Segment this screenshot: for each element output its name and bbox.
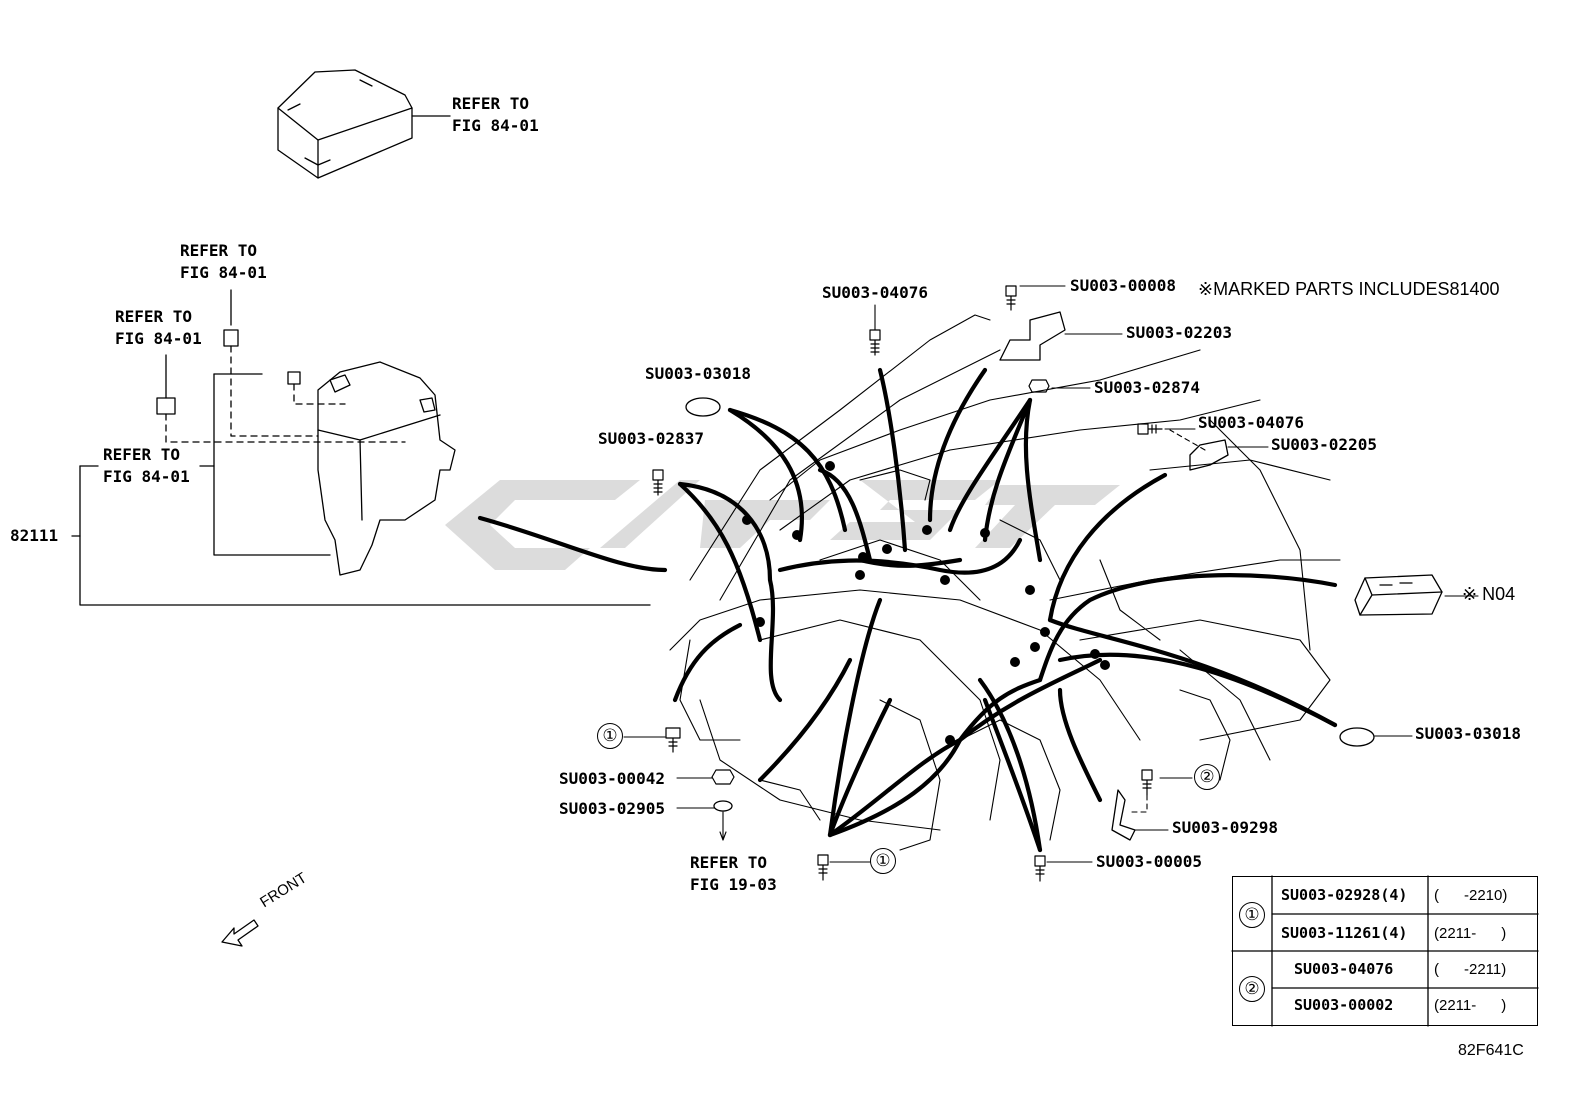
marker-1: ① [597,723,623,749]
part-callout[interactable]: SU003-02203 [1126,323,1232,342]
bolt-icon [652,285,1163,882]
relay-block-cover [277,69,413,179]
part-callout[interactable]: SU003-02874 [1094,378,1200,397]
n04-label[interactable]: ※ N04 [1462,584,1516,604]
part-callout[interactable]: SU003-02837 [598,429,704,448]
figure-reference[interactable]: FIG 84-01 [115,329,202,348]
figure-reference[interactable]: FIG 19-03 [690,875,777,894]
refer-to-label: REFER TO [690,853,768,872]
n04-module [1354,574,1443,616]
table-date-range: ( -2210) [1434,887,1508,904]
part-callout[interactable]: SU003-00008 [1070,276,1176,295]
refer-to-label: REFER TO [115,307,193,326]
parts-table [1232,876,1538,1026]
part-number-82111[interactable]: 82111 [10,526,59,545]
part-callout[interactable]: SU003-02205 [1271,435,1377,454]
bracket-icon [999,311,1066,361]
fuse-icon [223,329,239,347]
table-part-code[interactable]: SU003-00002 [1294,996,1394,1014]
engine-bay-body [669,314,1341,851]
wire-harness [477,367,1338,853]
table-part-code[interactable]: SU003-04076 [1294,960,1394,978]
refer-to-label: REFER TO [180,241,258,260]
figure-reference[interactable]: FIG 84-01 [452,116,539,135]
part-callout[interactable]: SU003-00005 [1096,852,1202,871]
table-part-code[interactable]: SU003-11261(4) [1281,924,1408,942]
grommet-icon [685,397,721,417]
table-part-code[interactable]: SU003-02928(4) [1281,886,1408,904]
part-callout[interactable]: SU003-03018 [1415,724,1521,743]
front-arrow-icon [221,919,259,947]
part-callout[interactable]: SU003-04076 [1198,413,1304,432]
part-callout[interactable]: SU003-00042 [559,769,665,788]
part-callout[interactable]: SU003-09298 [1172,818,1278,837]
marker-2: ② [1194,764,1220,790]
bracket-icon [1111,789,1136,841]
table-grid [1231,875,1539,1027]
figure-code: 82F641C [1458,1042,1524,1059]
figure-reference[interactable]: FIG 84-01 [180,263,267,282]
watermark-logo [445,480,1120,570]
washer-icon [713,800,733,812]
marked-parts-note: ※MARKED PARTS INCLUDES81400 [1198,279,1500,299]
grommet-icon [1339,727,1375,747]
leader-line [623,285,1479,863]
table-marker-2: ② [1239,976,1265,1002]
relay-block-housing [317,361,456,576]
harness-clip [742,461,1110,745]
table-date-range: (2211- ) [1434,997,1507,1014]
part-callout[interactable]: SU003-02905 [559,799,665,818]
table-date-range: (2211- ) [1434,925,1507,942]
marker-1: ① [870,848,896,874]
refer-to-label: REFER TO [103,445,181,464]
relay-icon [156,397,176,415]
fuse-icon [287,371,301,385]
refer-to-label: REFER TO [452,94,530,113]
figure-reference[interactable]: FIG 84-01 [103,467,190,486]
table-marker-1: ① [1239,902,1265,928]
part-callout[interactable]: SU003-03018 [645,364,751,383]
part-callout[interactable]: SU003-04076 [822,283,928,302]
bracket-icon [1189,439,1229,471]
table-date-range: ( -2211) [1434,961,1507,978]
